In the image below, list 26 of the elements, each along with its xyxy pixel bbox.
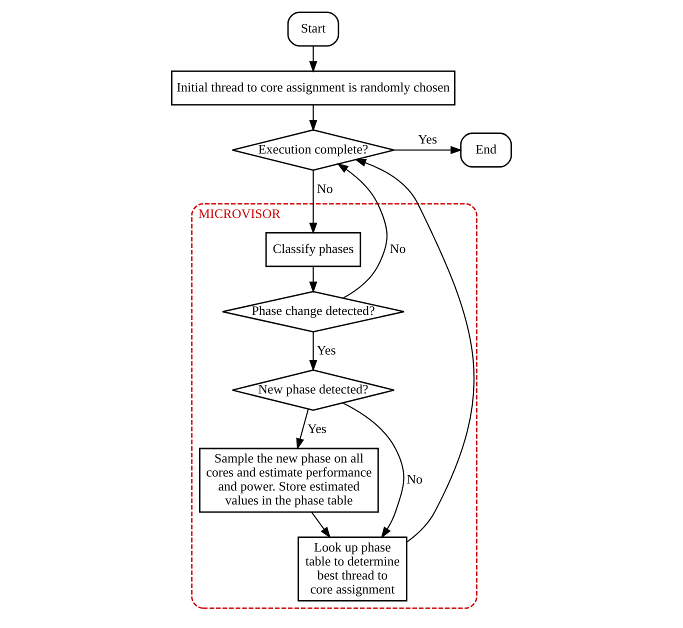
- arrow: [309, 105, 318, 132]
- node-diamond: New phase detected?: [232, 369, 395, 411]
- edge-label: Yes: [316, 342, 336, 358]
- node-box: Sample the new phase on all cores and estimate performance and power. Store estimated values in the phase table: [199, 448, 379, 513]
- node-diamond: Phase change detected?: [222, 290, 405, 332]
- arrow: [354, 158, 475, 542]
- arrow: [309, 170, 318, 234]
- arrow: [309, 332, 318, 372]
- node-box: Classify phases: [265, 232, 362, 268]
- arrow: [394, 146, 462, 154]
- edge-label: No: [390, 241, 406, 256]
- arrow: [296, 409, 309, 450]
- edge-label: Yes: [418, 132, 438, 147]
- arrow: [311, 512, 331, 538]
- edge-label: No: [406, 472, 423, 487]
- arrow: [309, 266, 318, 294]
- node-box: Initial thread to core assignment is randomly chosen: [171, 70, 456, 106]
- arrow: [336, 163, 388, 299]
- node-box: Start: [287, 12, 340, 47]
- node-box: End: [460, 132, 512, 168]
- arrow: [309, 46, 318, 73]
- node-diamond: Execution complete?: [232, 129, 395, 171]
- edge-label: No: [316, 180, 333, 196]
- arrow: [342, 402, 404, 538]
- edge-label: Yes: [307, 420, 326, 436]
- node-box: Look up phase table to determine best thread to core assignment: [298, 536, 408, 602]
